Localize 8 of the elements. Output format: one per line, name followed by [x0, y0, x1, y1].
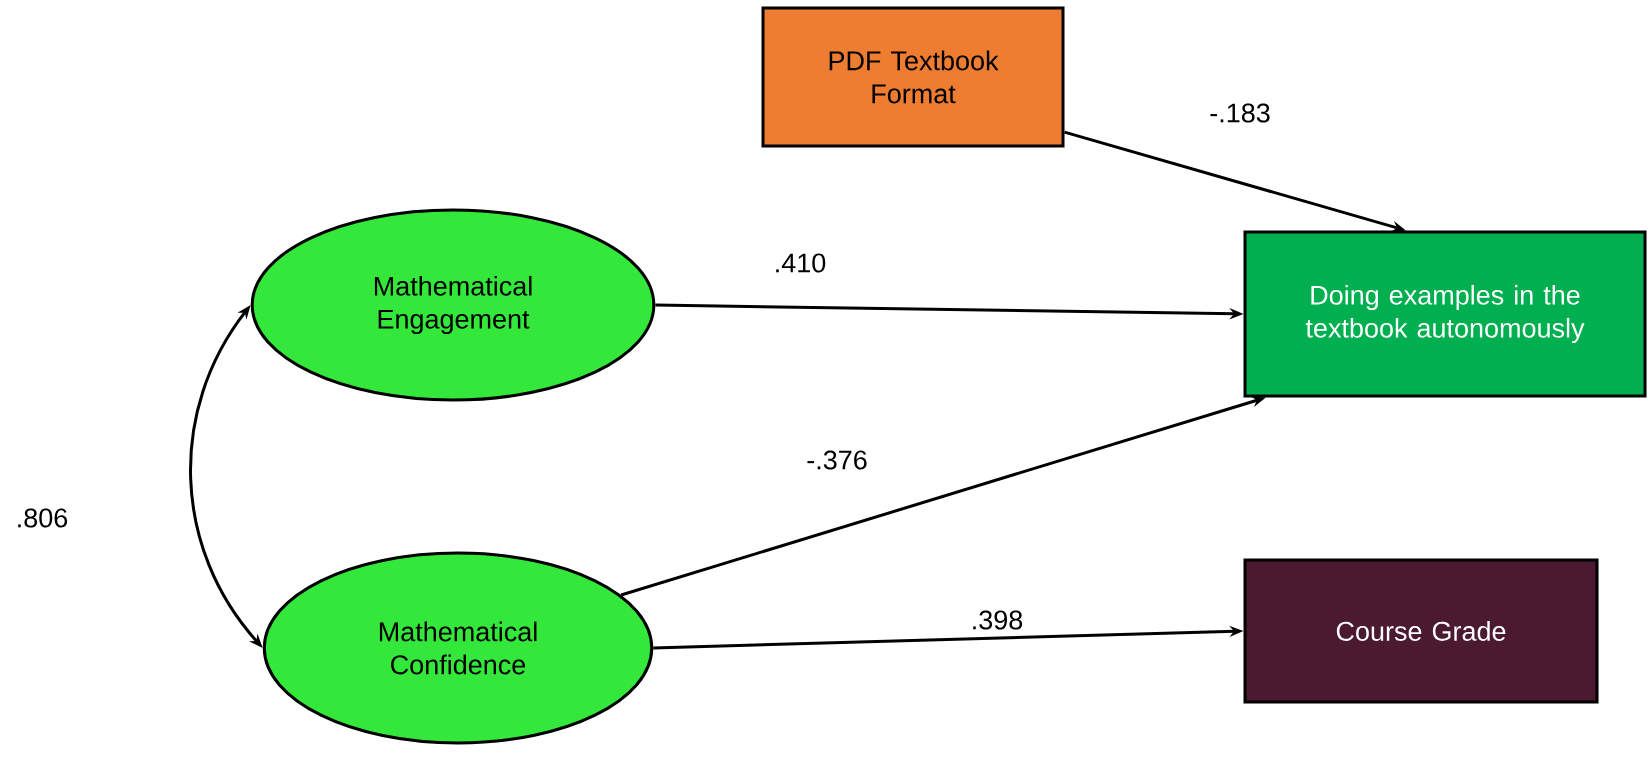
edge-label: .398 — [969, 609, 1025, 631]
outcome-box: Doing examples in the textbook autonomously — [1243, 230, 1647, 398]
edge-label: -.376 — [805, 449, 869, 471]
outcome-box: Course Grade — [1243, 558, 1599, 704]
source-box: PDF Textbook Format — [761, 6, 1065, 148]
edge-label: .806 — [14, 507, 70, 529]
edge-label: .410 — [772, 252, 828, 274]
edge-label: -.183 — [1208, 102, 1272, 124]
